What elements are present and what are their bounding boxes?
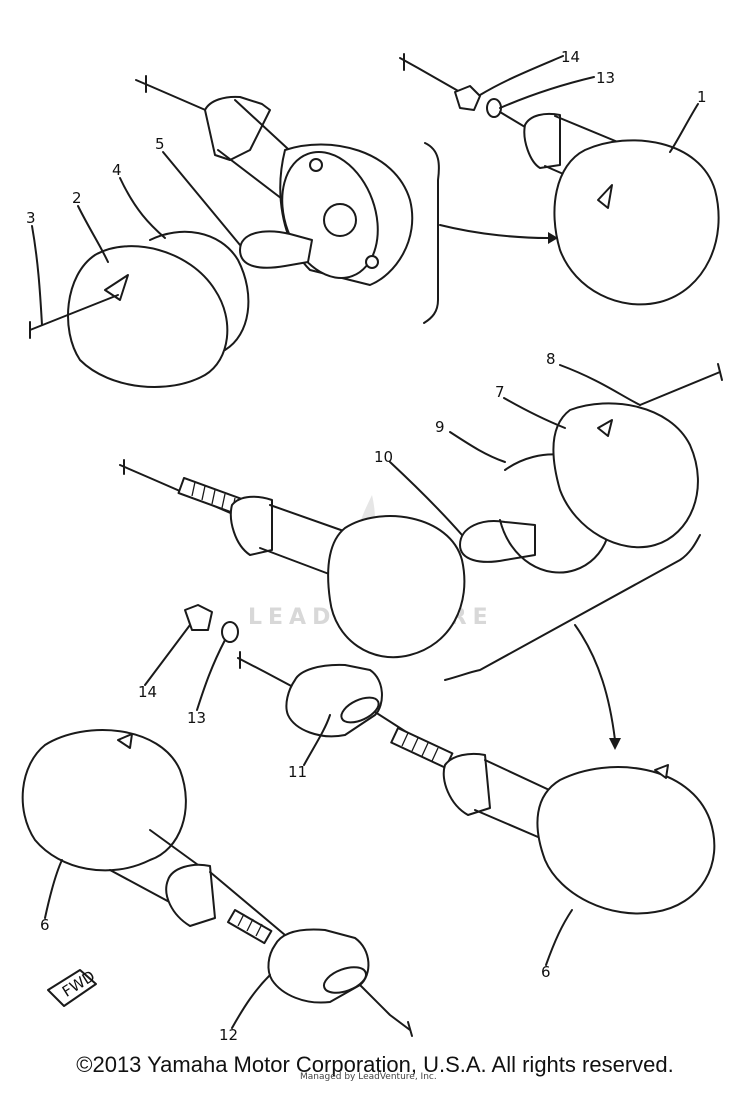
assembly-bracket-middle (444, 534, 701, 750)
callout-8: 8 (546, 350, 556, 368)
top-right-assembly (399, 53, 720, 306)
callout-14-bottom: 14 (138, 683, 157, 701)
middle-assembly (119, 363, 723, 659)
callout-6-right: 6 (541, 963, 551, 981)
copyright-notice: ©2013 Yamaha Motor Corporation, U.S.A. A… (76, 1052, 674, 1077)
callout-13-top: 13 (596, 69, 615, 87)
bottom-right-assembly (184, 604, 716, 915)
bottom-left-assembly (21, 729, 413, 1037)
callout-13-bottom: 13 (187, 709, 206, 727)
callout-9: 9 (435, 418, 445, 436)
callout-6-left: 6 (40, 916, 50, 934)
callout-11: 11 (288, 763, 307, 781)
callout-10: 10 (374, 448, 393, 466)
leader-lines (31, 55, 699, 1029)
callout-labels: 1 2 3 4 5 6 6 7 8 9 10 11 12 13 13 14 14 (26, 48, 707, 1044)
managed-by-note: Managed by LeadVenture, Inc. (300, 1072, 437, 1082)
callout-4: 4 (112, 161, 122, 179)
callout-7: 7 (495, 383, 505, 401)
callout-5: 5 (155, 135, 165, 153)
fwd-direction-tag: FWD (47, 967, 98, 1007)
callout-12: 12 (219, 1026, 238, 1044)
callout-1: 1 (697, 88, 707, 106)
callout-14-top: 14 (561, 48, 580, 66)
top-left-assembly (29, 75, 414, 388)
callout-3: 3 (26, 209, 36, 227)
assembly-bracket-top (423, 142, 558, 324)
callout-2: 2 (72, 189, 82, 207)
